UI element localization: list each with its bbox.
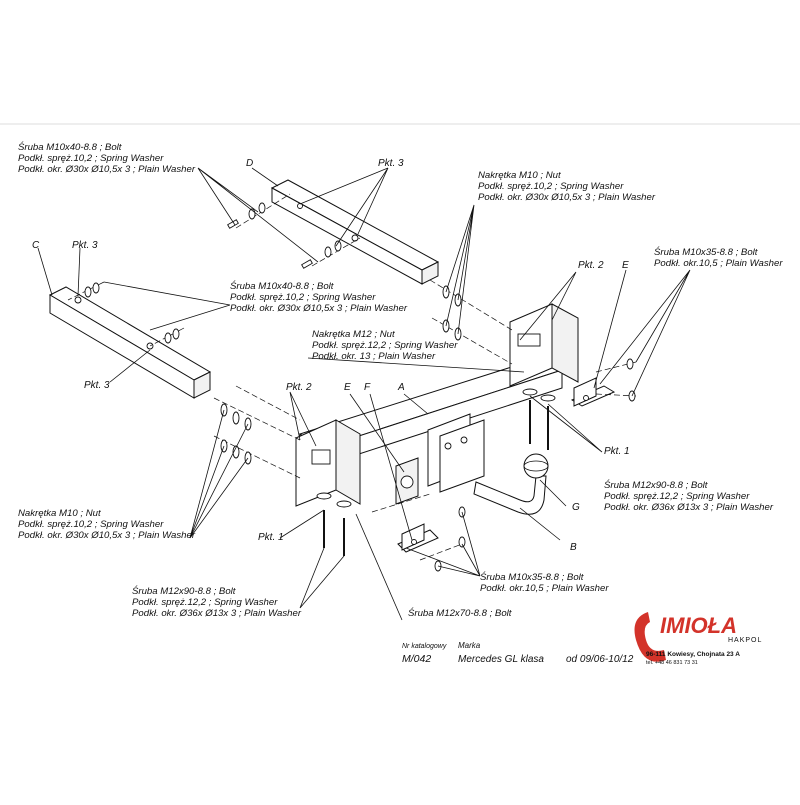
label-b: B xyxy=(570,542,577,553)
pkt3-top: Pkt. 3 xyxy=(378,158,404,169)
callout-line: Podkł. spręż.12,2 ; Spring Washer xyxy=(604,491,750,502)
callout-right-bolt: Śruba M10x35-8.8 ; Bolt Podkł. okr.10,5 … xyxy=(654,246,783,269)
pkt3-left: Pkt. 3 xyxy=(72,240,98,251)
callout-top-right-nut: Nakrętka M10 ; Nut Podkł. spręż.10,2 ; S… xyxy=(478,170,656,203)
bracket-c xyxy=(48,286,212,399)
pkt3-lower: Pkt. 3 xyxy=(84,380,110,391)
callout-line: Podkł. spręż.10,2 ; Spring Washer xyxy=(478,181,624,192)
pkt1-left: Pkt. 1 xyxy=(258,532,284,543)
callout-line: Podkł. spręż.10,2 ; Spring Washer xyxy=(18,153,164,164)
hardware xyxy=(67,193,637,572)
brand-logo: IMIOŁA HAKPOL 96-111 Kowiesy, Chojnata 2… xyxy=(634,612,762,666)
callout-line: Śruba M10x35-8.8 ; Bolt xyxy=(654,246,758,258)
brand-address: 96-111 Kowiesy, Chojnata 23 A xyxy=(646,651,740,658)
callout-line: Podkł. okr. Ø30x Ø10,5x 3 ; Plain Washer xyxy=(18,530,196,541)
callout-mid-bolt: Śruba M10x40-8.8 ; Bolt Podkł. spręż.10,… xyxy=(230,280,408,314)
ball-neck-b xyxy=(473,453,549,515)
callout-center-bolt: Śruba M10x35-8.8 ; Bolt Podkł. okr.10,5 … xyxy=(480,571,609,594)
callout-line: Nakrętka M10 ; Nut xyxy=(18,508,101,519)
callout-line: Śruba M12x70-8.8 ; Bolt xyxy=(408,607,512,619)
callout-line: Podkł. spręż.12,2 ; Spring Washer xyxy=(312,340,458,351)
callout-line: Podkł. spręż.12,2 ; Spring Washer xyxy=(132,597,278,608)
callout-left-nut: Nakrętka M10 ; Nut Podkł. spręż.10,2 ; S… xyxy=(18,508,196,541)
callout-line: Podkł. okr. Ø30x Ø10,5x 3 ; Plain Washer xyxy=(230,303,408,314)
callout-line: Śruba M10x40-8.8 ; Bolt xyxy=(230,280,334,292)
callout-line: Podkł. okr. Ø36x Ø13x 3 ; Plain Washer xyxy=(604,502,774,513)
callout-line: Podkł. okr. Ø30x Ø10,5x 3 ; Plain Washer xyxy=(18,164,196,175)
callout-line: Podkł. okr. Ø36x Ø13x 3 ; Plain Washer xyxy=(132,608,302,619)
date-value: od 09/06-10/12 xyxy=(566,654,634,665)
label-e-right: E xyxy=(622,260,629,271)
callout-line: Podkł. okr.10,5 ; Plain Washer xyxy=(480,583,609,594)
callout-line: Podkł. okr.10,5 ; Plain Washer xyxy=(654,258,783,269)
bracket-d xyxy=(270,179,440,285)
make-label: Marka xyxy=(458,641,481,650)
bracket-e-right xyxy=(570,377,616,407)
callout-line: Śruba M10x35-8.8 ; Bolt xyxy=(480,571,584,583)
catalog-label: Nr katalogowy xyxy=(402,643,447,650)
label-c: C xyxy=(32,240,40,251)
callout-right-lower-bolt: Śruba M12x90-8.8 ; Bolt Podkł. spręż.12,… xyxy=(604,479,774,513)
label-g: G xyxy=(572,502,580,513)
callout-line: Podkł. spręż.10,2 ; Spring Washer xyxy=(18,519,164,530)
callout-left-lower-bolt: Śruba M12x90-8.8 ; Bolt Podkł. spręż.12,… xyxy=(132,585,302,619)
make-value: Mercedes GL klasa xyxy=(458,654,544,665)
bracket-f-center xyxy=(397,523,439,553)
callout-line: Śruba M12x90-8.8 ; Bolt xyxy=(604,479,708,491)
callout-mid-nut: Nakrętka M12 ; Nut Podkł. spręż.12,2 ; S… xyxy=(312,329,458,362)
leader-lines xyxy=(37,167,691,621)
label-d: D xyxy=(246,158,253,169)
pkt1-right: Pkt. 1 xyxy=(604,446,630,457)
brand-sub: HAKPOL xyxy=(728,637,762,644)
callout-line: Podkł. okr. Ø30x Ø10,5x 3 ; Plain Washer xyxy=(478,192,656,203)
label-a: A xyxy=(397,382,405,393)
callout-line: Śruba M10x40-8.8 ; Bolt xyxy=(18,141,122,153)
callout-line: Podkł. spręż.10,2 ; Spring Washer xyxy=(230,292,376,303)
catalog-value: M/042 xyxy=(402,653,431,665)
callout-line: Podkł. okr. 13 ; Plain Washer xyxy=(312,351,436,362)
callout-line: Nakrętka M12 ; Nut xyxy=(312,329,395,340)
brand-phone: tel. +48 46 831 73 31 xyxy=(646,660,698,666)
callout-line: Nakrętka M10 ; Nut xyxy=(478,170,561,181)
callout-bottom-bolt: Śruba M12x70-8.8 ; Bolt xyxy=(408,607,512,619)
brand-name: IMIOŁA xyxy=(660,613,737,638)
callout-top-left: Śruba M10x40-8.8 ; Bolt Podkł. spręż.10,… xyxy=(18,141,196,175)
footer-info: Nr katalogowy M/042 Marka Mercedes GL kl… xyxy=(402,641,634,665)
logo-hook-icon xyxy=(634,612,666,662)
callout-line: Śruba M12x90-8.8 ; Bolt xyxy=(132,585,236,597)
pkt2-left: Pkt. 2 xyxy=(286,382,312,393)
pkt2-right: Pkt. 2 xyxy=(578,260,604,271)
label-f: F xyxy=(364,382,371,393)
label-e-center: E xyxy=(344,382,351,393)
